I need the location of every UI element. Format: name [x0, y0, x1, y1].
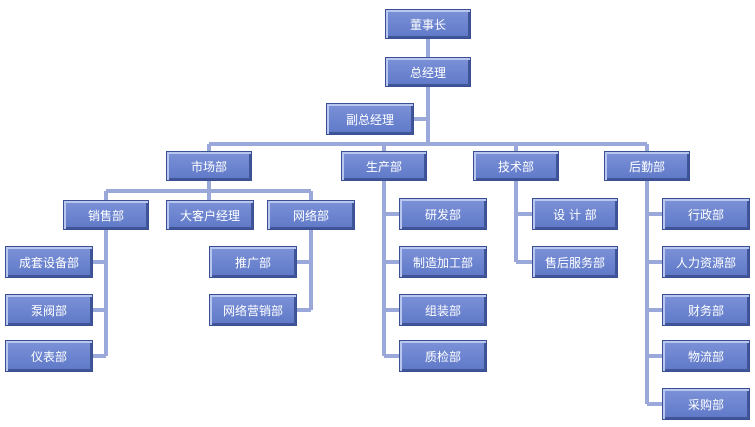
connector-manufacturing [384, 260, 399, 264]
node-equipment-dept[interactable]: 成套设备部 [5, 246, 93, 278]
node-finance-dept[interactable]: 财务部 [662, 294, 750, 326]
node-hr-dept[interactable]: 人力资源部 [662, 246, 750, 278]
connector-sales-trunk [104, 230, 108, 356]
connector-market-bar [106, 189, 311, 193]
connector-logistics-trunk [645, 181, 649, 404]
connector-online-marketing [297, 308, 311, 312]
connector-gm-spine [426, 87, 430, 144]
node-promotion-dept[interactable]: 推广部 [209, 246, 297, 278]
node-key-account-manager[interactable]: 大客户经理 [166, 200, 254, 230]
node-purchasing-dept[interactable]: 采购部 [662, 388, 750, 420]
connector-chairman-gm [426, 39, 430, 57]
connector-pump-valve [93, 308, 106, 312]
connector-network [309, 191, 313, 200]
connector-equipment [93, 260, 106, 264]
connector-deputy [414, 117, 428, 121]
connector-production [382, 144, 386, 151]
connector-rnd [384, 212, 399, 216]
connector-network-trunk [309, 230, 313, 310]
node-logistics-unit[interactable]: 物流部 [662, 340, 750, 372]
connector-logistics [645, 144, 649, 151]
connector-market [207, 144, 211, 151]
node-after-sales-dept[interactable]: 售后服务部 [532, 246, 618, 278]
connector-instrument [93, 354, 106, 358]
node-market-dept[interactable]: 市场部 [166, 151, 252, 181]
node-manufacturing-dept[interactable]: 制造加工部 [399, 246, 487, 278]
node-chairman[interactable]: 董事长 [385, 9, 471, 39]
node-online-marketing-dept[interactable]: 网络营销部 [209, 294, 297, 326]
node-admin-dept[interactable]: 行政部 [662, 198, 750, 230]
connector-production-trunk [382, 181, 386, 356]
connector-logistics-unit [647, 354, 662, 358]
connector-purchasing [647, 402, 662, 406]
connector-promotion [297, 260, 311, 264]
node-deputy-general-manager[interactable]: 副总经理 [326, 103, 414, 135]
node-assembly-dept[interactable]: 组装部 [399, 294, 487, 326]
node-logistics-dept[interactable]: 后勤部 [604, 151, 690, 181]
node-tech-dept[interactable]: 技术部 [473, 151, 559, 181]
connector-admin [647, 212, 662, 216]
node-network-dept[interactable]: 网络部 [267, 200, 355, 230]
node-production-dept[interactable]: 生产部 [341, 151, 427, 181]
node-rnd-dept[interactable]: 研发部 [399, 198, 487, 230]
connector-hr [647, 260, 662, 264]
connector-after-sales [516, 260, 532, 264]
connector-design [516, 212, 532, 216]
connector-qc [384, 354, 399, 358]
node-general-manager[interactable]: 总经理 [385, 57, 471, 87]
connector-assembly [384, 308, 399, 312]
connector-dept-bar [209, 142, 647, 146]
node-instrument-dept[interactable]: 仪表部 [5, 340, 93, 372]
connector-finance [647, 308, 662, 312]
node-design-dept[interactable]: 设 计 部 [532, 198, 618, 230]
node-qc-dept[interactable]: 质检部 [399, 340, 487, 372]
connector-tech [514, 144, 518, 151]
connector-sales [104, 191, 108, 200]
connector-tech-trunk [514, 181, 518, 262]
node-pump-valve-dept[interactable]: 泵阀部 [5, 294, 93, 326]
node-sales-dept[interactable]: 销售部 [63, 200, 149, 230]
